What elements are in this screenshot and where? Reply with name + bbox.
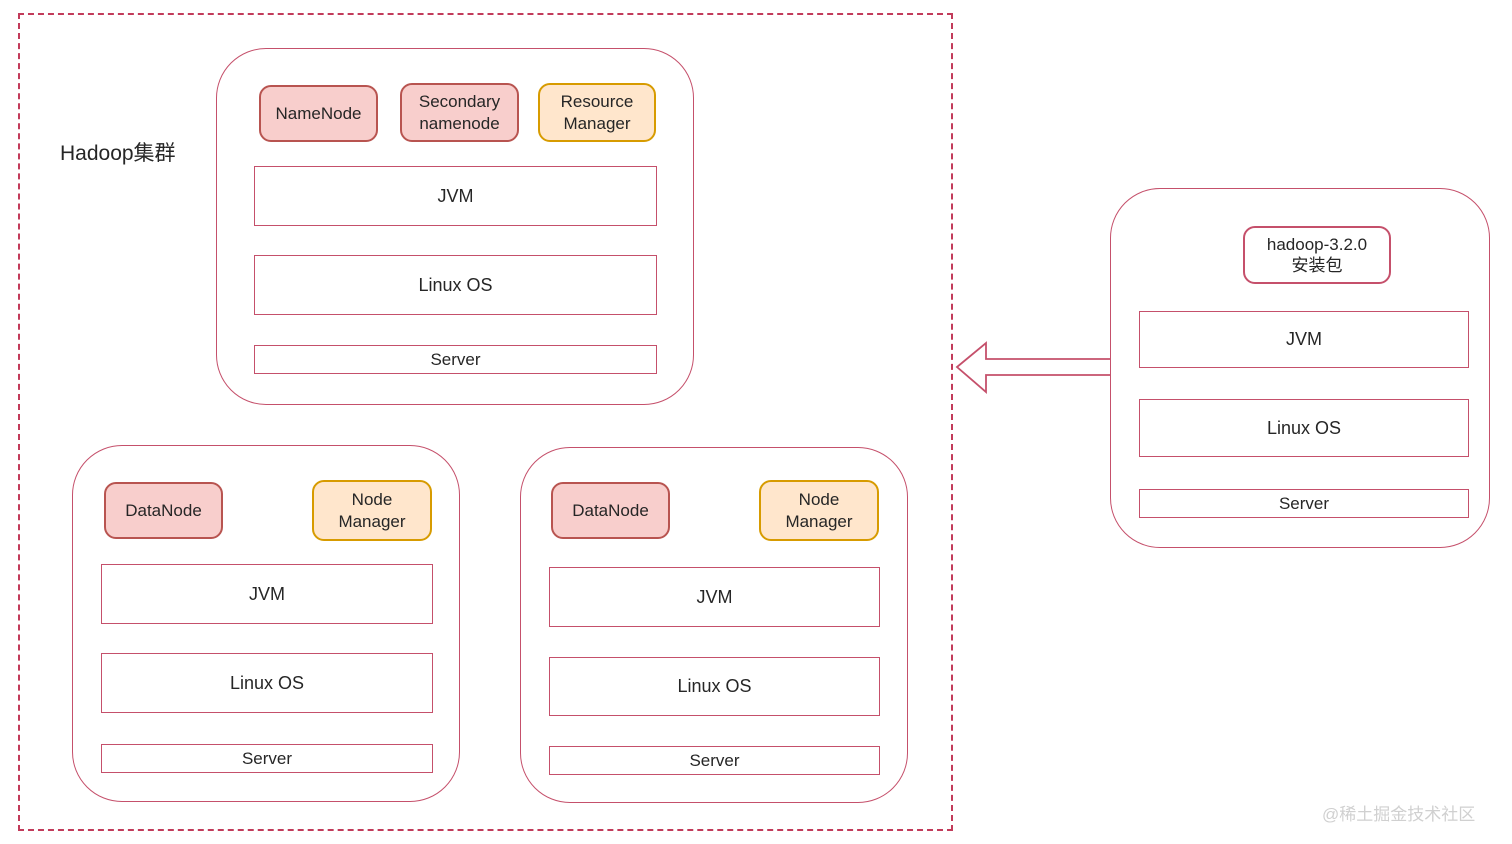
worker1-jvm-layer: JVM xyxy=(101,564,433,624)
install-package-box: hadoop-3.2.0 安装包 JVM Linux OS Server xyxy=(1110,188,1490,548)
install-jvm-layer: JVM xyxy=(1139,311,1469,368)
worker2-server-layer: Server xyxy=(549,746,880,775)
worker-server-box-1: DataNode Node Manager JVM Linux OS Serve… xyxy=(72,445,460,802)
secondary-namenode-badge: Secondary namenode xyxy=(400,83,519,142)
hadoop-cluster-label: Hadoop集群 xyxy=(60,142,176,165)
worker2-jvm-layer: JVM xyxy=(549,567,880,627)
worker-server-box-2: DataNode Node Manager JVM Linux OS Serve… xyxy=(520,447,908,803)
node-manager-badge: Node Manager xyxy=(312,480,432,541)
datanode-badge: DataNode xyxy=(104,482,223,539)
install-package-badge: hadoop-3.2.0 安装包 xyxy=(1243,226,1391,284)
watermark: @稀土掘金技术社区 xyxy=(1322,805,1476,824)
install-server-layer: Server xyxy=(1139,489,1469,518)
master-server-box: NameNode Secondary namenode Resource Man… xyxy=(216,48,694,405)
master-linux-os-layer: Linux OS xyxy=(254,255,657,315)
datanode-badge: DataNode xyxy=(551,482,670,539)
install-linux-os-layer: Linux OS xyxy=(1139,399,1469,457)
node-manager-badge: Node Manager xyxy=(759,480,879,541)
master-jvm-layer: JVM xyxy=(254,166,657,226)
master-server-layer: Server xyxy=(254,345,657,374)
namenode-badge: NameNode xyxy=(259,85,378,142)
resource-manager-badge: Resource Manager xyxy=(538,83,656,142)
worker2-linux-os-layer: Linux OS xyxy=(549,657,880,716)
hadoop-cluster-boundary xyxy=(18,13,953,831)
worker1-linux-os-layer: Linux OS xyxy=(101,653,433,713)
worker1-server-layer: Server xyxy=(101,744,433,773)
install-arrow-icon xyxy=(955,341,1113,394)
